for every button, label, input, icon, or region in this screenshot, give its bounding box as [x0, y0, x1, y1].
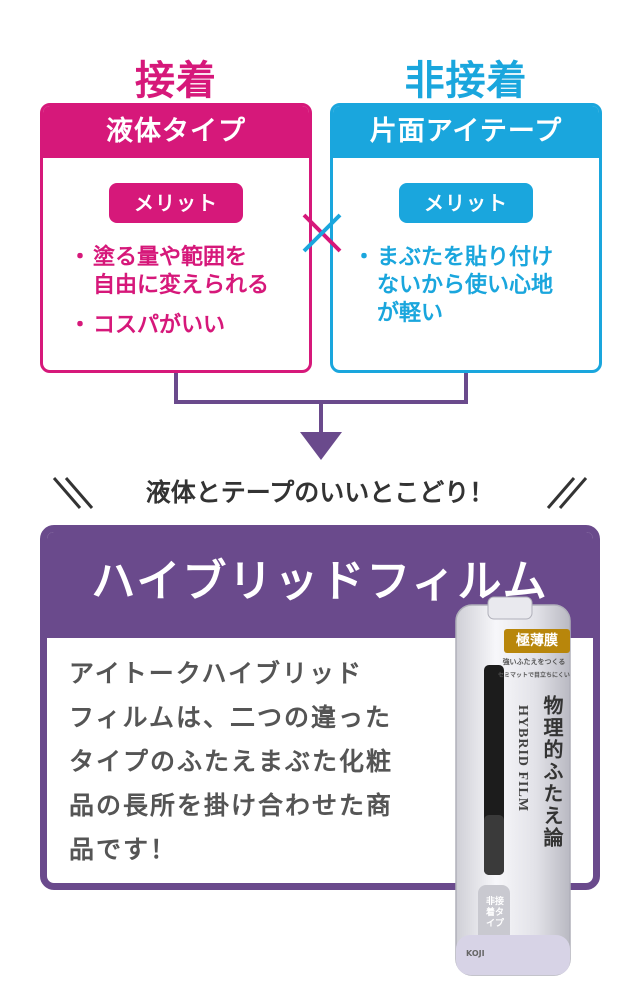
left-bullet-2: コスパがいい — [69, 312, 309, 340]
right-category-heading: 非接着 — [404, 58, 528, 104]
cross-icon — [302, 213, 342, 253]
package-subtitle-1: 強いふたえをつくる — [502, 658, 566, 666]
right-bullet-1: まぶたを貼り付け ないから使い心地 が軽い — [353, 244, 599, 328]
package-badge: 極薄膜 — [504, 629, 570, 653]
tape-type-box: 片面アイテープ メリット まぶたを貼り付け ないから使い心地 が軽い — [330, 103, 602, 373]
left-merit-pill: メリット — [109, 183, 243, 223]
tagline: 液体とテープのいいとこどり！ — [145, 478, 495, 507]
down-arrow-icon — [300, 432, 342, 460]
connector-line — [174, 373, 468, 404]
slash-decoration-left — [52, 477, 94, 509]
left-bullet-list: 塗る量や範囲を 自由に変えられる コスパがいい — [69, 244, 309, 352]
slash-decoration-right — [546, 477, 588, 509]
package-shape — [455, 596, 571, 976]
liquid-type-label: 液体タイプ — [43, 106, 309, 158]
package-vertical-jp: 物理的ふたえ論 — [540, 695, 564, 849]
package-bottom-label: 非接着タイプ — [485, 897, 504, 929]
right-bullet-list: まぶたを貼り付け ないから使い心地 が軽い — [353, 244, 599, 340]
right-merit-pill: メリット — [399, 183, 533, 223]
liquid-type-box: 液体タイプ メリット 塗る量や範囲を 自由に変えられる コスパがいい — [40, 103, 312, 373]
product-package-image: 極薄膜 強いふたえをつくる セミマットで目立ちにくい 物理的ふたえ論 HYBRI… — [448, 595, 578, 980]
package-brand: KOJI — [466, 949, 485, 958]
package-vertical-en: HYBRID FILM — [515, 705, 530, 813]
product-description: アイトークハイブリッド フィルムは、二つの違った タイプのふたえまぶた化粧 品の… — [69, 659, 394, 864]
connector-graphic — [174, 213, 468, 460]
tape-type-label: 片面アイテープ — [333, 106, 599, 158]
package-subtitle-2: セミマットで目立ちにくい — [498, 672, 570, 679]
product-box: ハイブリッドフィルム アイトークハイブリッド フィルムは、二つの違った タイプの… — [40, 525, 600, 890]
left-category-heading: 接着 — [135, 58, 217, 104]
left-bullet-1: 塗る量や範囲を 自由に変えられる — [69, 244, 309, 300]
